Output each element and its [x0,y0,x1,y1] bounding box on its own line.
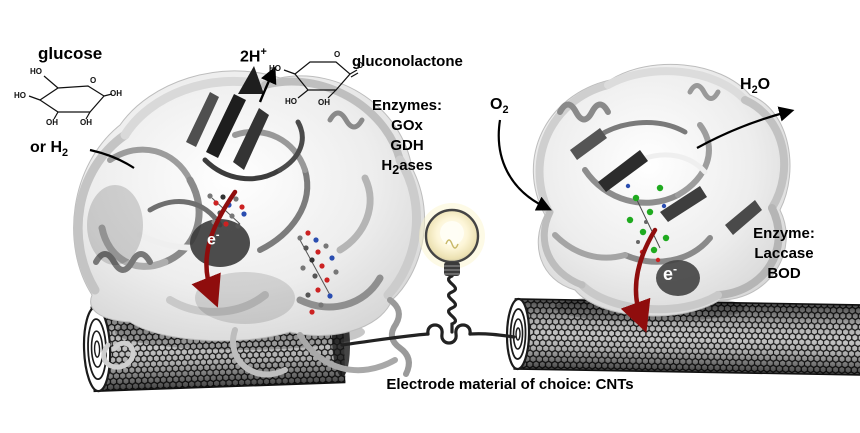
oxygen-label: O2 [490,96,509,117]
h2o-outflow-arrow [696,106,795,149]
electron-arrow-left [191,189,238,308]
glucose-atom-label: OH [46,118,58,127]
electron-arrow-right [620,227,658,333]
electrode-caption: Electrode material of choice: CNTs [386,376,634,393]
gluconolactone-atom-label: HO [269,64,281,73]
cathode-enzyme-bod: BOD [767,265,801,282]
glucose-atom-label: OH [80,118,92,127]
glucose-structure-drawing [28,75,113,120]
glucose-atom-label: HO [30,67,42,76]
left-enzyme-structure [73,66,425,378]
enzymes-heading: Enzymes: [371,97,443,114]
electron-label-left: e- [207,229,220,249]
gluconolactone-atom-label: O [334,50,341,59]
or-h2-pointer-line [89,148,135,169]
right-nanotube-open-end [505,297,531,371]
enzyme-gox: GOx [391,117,423,134]
cathode-enzyme-heading: Enzyme: [753,225,815,242]
proton-label: 2H+ [240,46,267,66]
or-h2-label: or H2 [30,139,69,160]
cathode-enzymes-list: Enzyme: Laccase BOD [736,224,832,284]
gluconolactone-atom-label: OH [318,98,330,107]
cathode-enzyme-laccase: Laccase [754,245,814,262]
glucose-atom-label: O [90,76,97,85]
right-enzyme-structure [532,63,791,322]
light-bulb [419,203,485,276]
enzyme-gdh: GDH [390,137,424,154]
gluconolactone-atom-label: O [357,61,364,70]
enzyme-h2ases: H2ases [381,157,433,177]
glucose-atom-label: OH [110,89,122,98]
glucose-atom-label: HO [14,91,26,100]
water-label: H2O [740,76,771,97]
anode-enzymes-list: Enzymes: GOx GDH H2ases [352,96,462,180]
glucose-label: glucose [38,44,103,63]
circuit-wire [340,274,516,347]
gluconolactone-atom-label: HO [285,97,297,106]
proton-release-arrow [258,66,277,103]
gluconolactone-label: gluconolactone [352,53,463,70]
gluconolactone-structure-drawing [283,61,359,99]
right-carbon-nanotube [505,297,860,376]
copper-site-atoms-right [625,183,670,263]
active-site-atoms-left [207,193,339,315]
electron-label-right: e- [663,262,678,284]
o2-inflow-arrow [497,119,552,211]
